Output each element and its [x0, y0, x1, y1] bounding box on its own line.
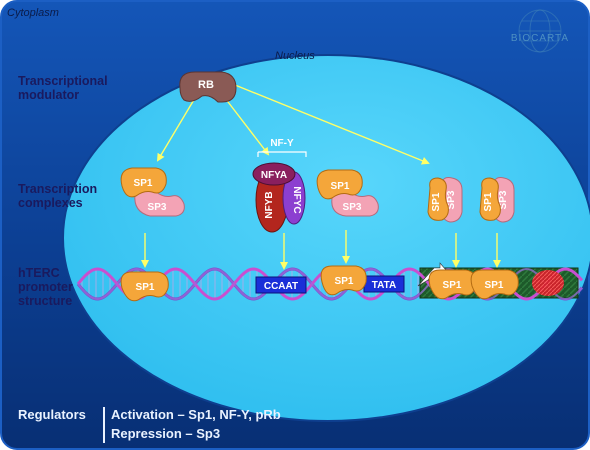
cytoplasm-label: Cytoplasm — [7, 7, 59, 19]
row-label-modulator: Transcriptional modulator — [18, 74, 108, 102]
rb-protein: RB — [179, 71, 237, 103]
transcription-start-highlight — [532, 270, 564, 296]
sp1-label: SP1 — [134, 178, 153, 189]
sp1-label: SP1 — [443, 280, 462, 291]
sp1-sp3-complex-left: SP3 SP1 — [120, 167, 185, 217]
nfya-label: NFYA — [261, 170, 287, 181]
ccaat-label: CCAAT — [264, 281, 298, 292]
nfy-group-label: NF-Y — [270, 138, 294, 149]
row-label-promoter: hTERC promoter structure — [18, 266, 73, 308]
row-label-line: Transcriptional — [18, 74, 108, 88]
sp1-sp3-complex-right-1: SP3 SP1 — [427, 177, 463, 223]
regulators-activation: Activation – Sp1, NF-Y, pRb — [111, 407, 281, 422]
row-label-line: promoter — [18, 280, 73, 294]
rb-to-sp1-arrow — [156, 97, 196, 162]
sp1-label: SP1 — [136, 282, 155, 293]
ccaat-box: CCAAT — [255, 276, 307, 294]
rb-to-nfy-arrow — [224, 97, 270, 156]
tata-label: TATA — [372, 280, 396, 291]
rb-label: RB — [198, 79, 214, 91]
nucleus-label: Nucleus — [275, 50, 315, 62]
sp1-sp3-complex-middle: SP3 SP1 — [316, 169, 379, 217]
sp1-sp3-complex-right-2: SP3 SP1 — [479, 177, 515, 223]
sp1-bound-3: SP1 — [428, 269, 477, 300]
sp1-bound-4: SP1 — [470, 269, 519, 300]
regulators-repression: Repression – Sp3 — [111, 426, 221, 441]
sp1-label: SP1 — [485, 280, 504, 291]
sp1-bound-1: SP1 — [120, 271, 169, 302]
biocarta-logo: BIOCARTA — [500, 8, 580, 54]
globe-icon — [518, 9, 562, 53]
row-label-line: complexes — [18, 196, 83, 210]
row-label-line: modulator — [18, 88, 80, 102]
row-label-line: structure — [18, 294, 73, 308]
sp3-label: SP3 — [343, 202, 362, 213]
sp3-label: SP3 — [148, 202, 167, 213]
biocarta-logo-text: BIOCARTA — [510, 33, 570, 44]
sp1-label: SP1 — [483, 192, 494, 211]
nfyc-label: NFYC — [291, 186, 302, 213]
sp1-label: SP1 — [331, 181, 350, 192]
nfyb-label: NFYB — [264, 191, 275, 218]
sp1-label: SP1 — [335, 276, 354, 287]
nfy-group: NF-Y NFYB NFYC NFYA — [252, 138, 307, 233]
sp1-bound-2: SP1 — [320, 265, 367, 296]
rb-to-sp1-sp3-arrow — [234, 84, 430, 165]
nfya-subunit — [252, 162, 296, 186]
regulators-divider — [103, 407, 105, 443]
row-label-line: Transcription — [18, 182, 98, 196]
sp3-label: SP3 — [446, 190, 457, 209]
regulators-title: Regulators — [18, 407, 86, 422]
row-label-line: hTERC — [18, 266, 60, 280]
sp3-label: SP3 — [498, 190, 509, 209]
nucleus-region — [62, 54, 590, 422]
tata-box: TATA — [363, 275, 405, 293]
row-label-complexes: Transcription complexes — [18, 182, 97, 210]
sp1-label: SP1 — [431, 192, 442, 211]
